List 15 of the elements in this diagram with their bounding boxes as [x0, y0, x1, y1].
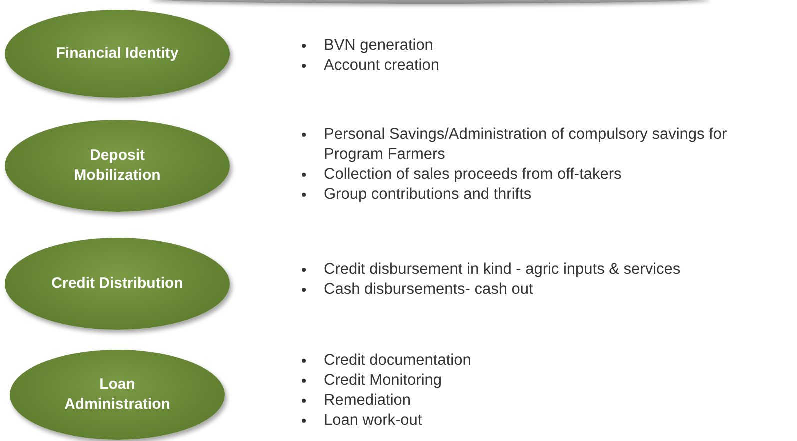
bullet-item: Credit disbursement in kind - agric inputs & services [300, 260, 780, 280]
category-title: Financial Identity [55, 44, 180, 64]
category-title: Loan Administration [64, 375, 172, 415]
bullet-item: Cash disbursements- cash out [300, 280, 780, 300]
bullet-item: Personal Savings/Administration of compulsory savings for Program Farmers [300, 125, 775, 165]
bullet-item: BVN generation [300, 36, 780, 56]
bullet-item: Collection of sales proceeds from off-takers [300, 165, 775, 185]
category-title: Credit Distribution [50, 274, 184, 294]
bullet-item: Group contributions and thrifts [300, 185, 775, 205]
bullet-item: Loan work-out [300, 411, 780, 431]
bullet-item: Remediation [300, 391, 780, 411]
category-title: Deposit Mobilization [73, 146, 162, 186]
bullet-item: Credit documentation [300, 351, 780, 371]
bullet-item: Account creation [300, 56, 780, 76]
bullet-item: Credit Monitoring [300, 371, 780, 391]
